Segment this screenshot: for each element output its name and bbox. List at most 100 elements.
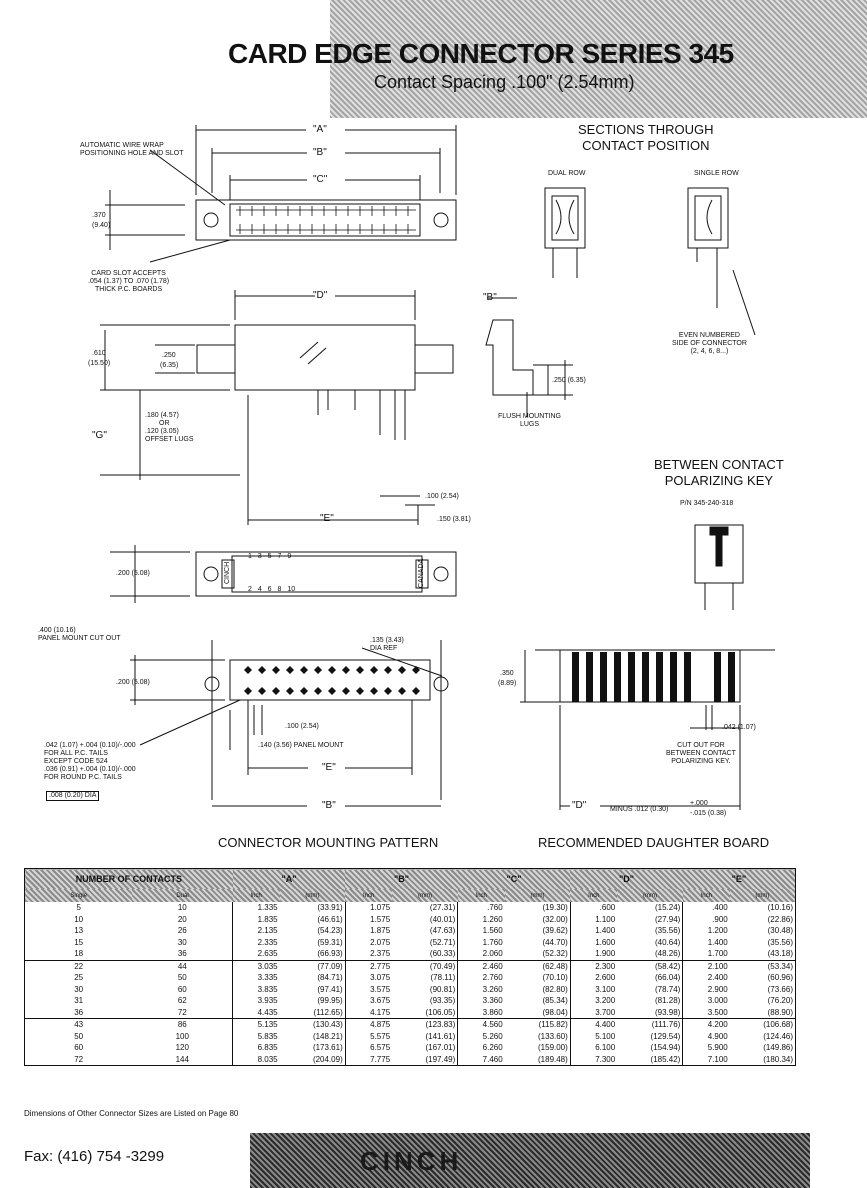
mount-dim-e-label: "E" [322, 762, 336, 773]
table-cell: 72 [74, 1054, 84, 1064]
polarizing-part-number: P/N 345-240-318 [680, 500, 734, 507]
daughter-tol-plus: +.000 [690, 800, 708, 807]
table-cell: 4.560 [457, 1018, 505, 1031]
table-cell: 3.335 [232, 972, 280, 984]
single-row-label: SINGLE ROW [694, 170, 739, 177]
table-cell: 5.835 [232, 1030, 280, 1042]
table-cell: 3.075 [344, 972, 393, 984]
polarizing-key-drawing [694, 524, 744, 610]
table-cell: (141.61) [425, 1031, 456, 1041]
table-cell: (35.56) [654, 926, 681, 936]
mount-dim-200-label: .200 (5.08) [116, 679, 150, 686]
table-cell: 1.260 [457, 913, 505, 925]
note-line: .180 (4.57) [145, 412, 179, 419]
note-line: .120 (3.05) [145, 428, 179, 435]
dim-370-label: .370 [92, 212, 106, 219]
col-a: "A" [232, 868, 346, 889]
table-cell: (44.70) [542, 937, 568, 947]
table-cell: 3.360 [457, 995, 505, 1007]
table-cell: 5.260 [457, 1030, 505, 1042]
table-cell: (47.63) [429, 926, 456, 936]
heading-line: CONTACT POSITION [582, 138, 710, 153]
table-cell: 15 [74, 937, 84, 947]
table-cell: (124.46) [763, 1031, 793, 1041]
note-line: FOR ROUND P.C. TAILS [44, 774, 122, 781]
table-cell: 3.100 [569, 983, 618, 995]
even-contact-numbers: 2 4 6 8 10 [248, 586, 296, 593]
table-cell: 2.775 [344, 959, 393, 972]
col-e: "E" [682, 868, 796, 889]
table-cell: .400 [682, 902, 730, 914]
sections-heading: SECTIONS THROUGH CONTACT POSITION [578, 122, 714, 154]
mounting-caption: CONNECTOR MOUNTING PATTERN [218, 835, 439, 850]
table-cell: (90.81) [429, 984, 456, 994]
table-cell: 2.135 [232, 925, 280, 937]
table-cell: 25 [74, 973, 84, 983]
table-cell: 1.600 [569, 936, 618, 948]
dimension-table-grid: NUMBER OF CONTACTS "A" "B" "C" "D" "E" S… [24, 868, 796, 1066]
note-line: DIA REF [370, 645, 398, 652]
table-cell: (148.21) [312, 1031, 343, 1041]
table-cell: (99.95) [317, 996, 343, 1006]
dim-350-label: .350 [500, 670, 514, 677]
dim-c-label: "C" [313, 174, 328, 185]
side-view-connector [100, 290, 454, 525]
table-cell: 86 [132, 1018, 233, 1031]
dim-150-label: .150 (3.81) [437, 516, 471, 523]
table-cell: 4.435 [232, 1006, 280, 1019]
table-cell: 1.560 [457, 925, 505, 937]
dim-g-label: "G" [92, 430, 107, 441]
note-line: LUGS [519, 421, 540, 428]
table-cell: (53.34) [729, 959, 796, 972]
table-cell: (154.94) [650, 1043, 681, 1053]
table-cell: 10 [74, 914, 84, 924]
table-cell: 1.100 [569, 913, 618, 925]
table-cell: (70.49) [392, 959, 458, 972]
col-unit-mm: (mm) [504, 889, 571, 902]
table-cell: 36 [74, 1007, 84, 1017]
table-cell: 2.060 [457, 948, 505, 960]
table-cell: 4.875 [344, 1018, 393, 1031]
table-cell: (185.42) [650, 1054, 681, 1064]
col-unit-inch: Inch [570, 889, 618, 902]
section-dual-row [544, 187, 586, 278]
table-cell: 7.100 [682, 1053, 730, 1066]
table-cell: (35.56) [767, 937, 793, 947]
table-cell: 7.300 [569, 1053, 618, 1066]
table-cell: 3.200 [569, 995, 618, 1007]
mount-dim-b-label: "B" [322, 800, 336, 811]
end-view [485, 297, 573, 417]
daughter-dim-d-label: "D" [572, 800, 587, 811]
table-cell: .760 [457, 902, 505, 914]
table-cell: 60 [177, 984, 187, 994]
table-cell: (130.43) [279, 1018, 346, 1031]
note-line: .054 (1.37) TO .070 (1.78) [88, 278, 170, 285]
table-cell: 2.900 [682, 983, 730, 995]
dia-ref-note: .135 (3.43) DIA REF [370, 637, 404, 653]
table-cell: 1.400 [569, 925, 618, 937]
position-tolerance-box: .008 (0.20) DIA [46, 791, 100, 801]
section-single-row [687, 187, 756, 336]
table-cell: (180.34) [763, 1054, 793, 1064]
table-cell: (106.05) [425, 1007, 456, 1017]
table-cell: 4.175 [344, 1006, 393, 1019]
table-cell: (93.35) [429, 996, 456, 1006]
table-cell: (76.20) [767, 996, 793, 1006]
table-cell: 1.400 [682, 936, 730, 948]
table-cell: (40.01) [429, 914, 456, 924]
fax-number: Fax: (416) 754 -3299 [24, 1148, 165, 1165]
canada-mark: CANADA [418, 558, 425, 588]
table-cell: 2.635 [232, 948, 280, 960]
top-view-connector [105, 125, 457, 263]
card-slot-note: CARD SLOT ACCEPTS .054 (1.37) TO .070 (1… [88, 270, 169, 294]
table-cell: 62 [177, 996, 187, 1006]
table-cell: 13 [74, 926, 84, 936]
table-cell: 5.575 [344, 1030, 393, 1042]
dim-610-mm-label: (15.50) [88, 360, 111, 367]
